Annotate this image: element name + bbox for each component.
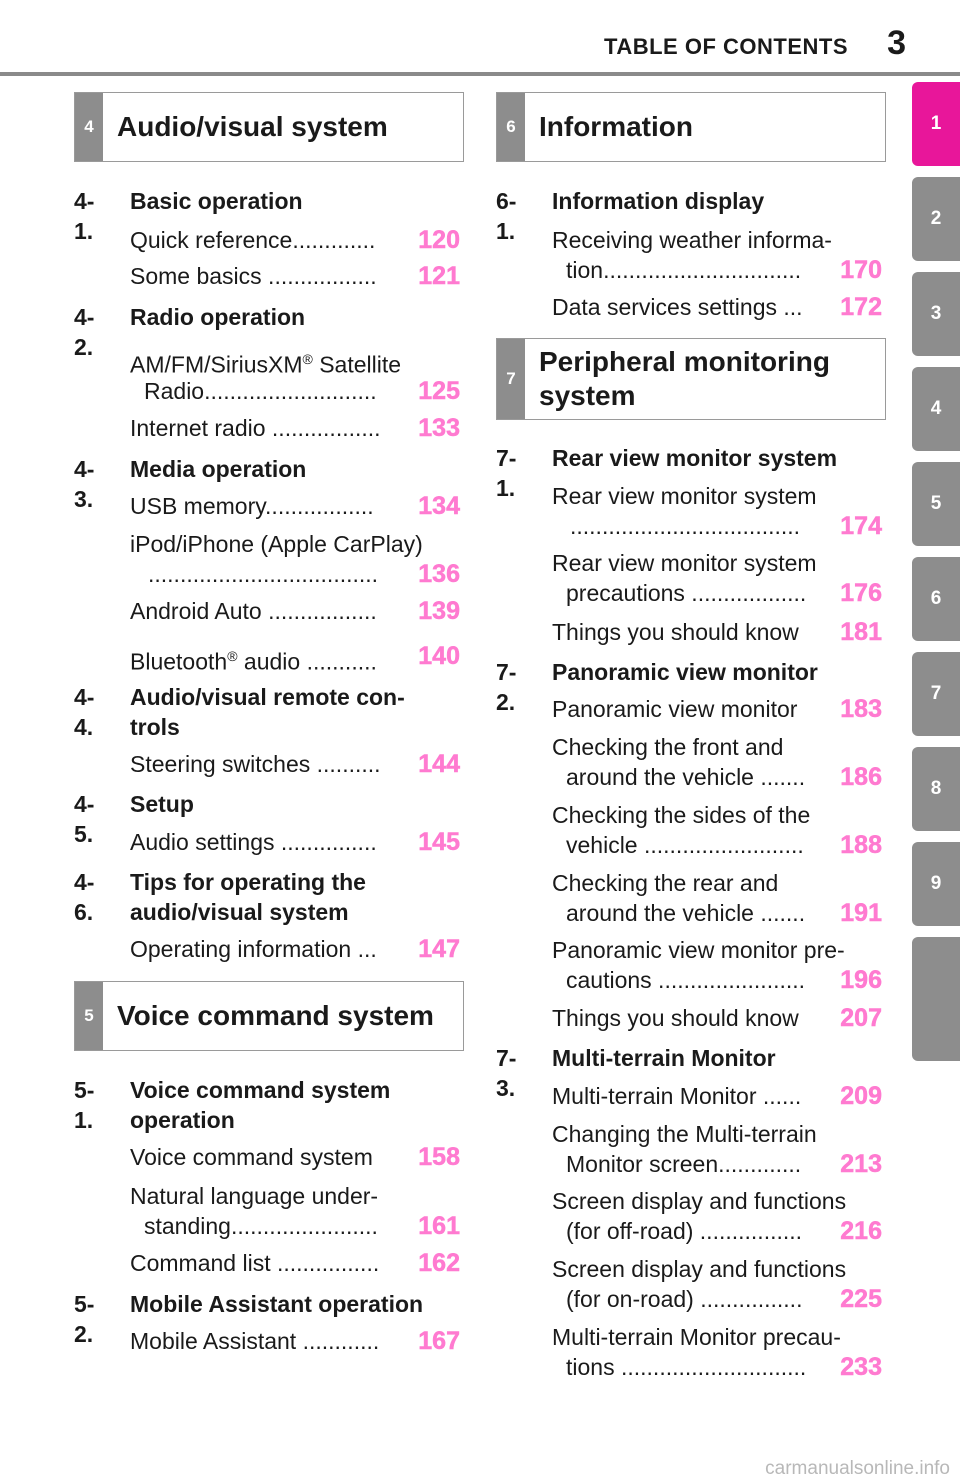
page-ref: 161	[418, 1212, 460, 1241]
page-ref: 170	[840, 256, 882, 285]
toc-entry[interactable]: Screen display and functions (for on-roa…	[552, 1256, 882, 1314]
section-title: Information	[539, 111, 693, 142]
page-ref: 144	[418, 750, 460, 779]
section-number: 4	[75, 93, 103, 161]
toc-entry[interactable]: Checking the front and around the vehicl…	[552, 734, 882, 792]
toc-entry[interactable]: Panoramic view monitor pre- cautions ...…	[552, 937, 882, 995]
section-number: 7	[497, 339, 525, 419]
toc-entry[interactable]: Checking the sides of the vehicle ......…	[552, 802, 882, 860]
tab-1[interactable]: 1	[912, 82, 960, 166]
page-ref: 136	[418, 560, 460, 589]
page-ref: 183	[840, 695, 882, 724]
toc-entry[interactable]: Multi-terrain Monitor precau- tions ....…	[552, 1324, 882, 1382]
tab-2[interactable]: 2	[912, 177, 960, 261]
header-title: TABLE OF CONTENTS	[604, 34, 848, 59]
page-ref: 145	[418, 828, 460, 857]
toc-entry[interactable]: Rear view monitor system precautions ...…	[552, 550, 882, 608]
section-title: Voice command system	[117, 1000, 434, 1031]
page-ref: 186	[840, 763, 882, 792]
page-ref: 134	[418, 492, 460, 521]
tab-3[interactable]: 3	[912, 272, 960, 356]
page-ref: 213	[840, 1150, 882, 1179]
tab-7[interactable]: 7	[912, 652, 960, 736]
page-ref: 216	[840, 1217, 882, 1246]
toc-entry[interactable]: Changing the Multi-terrain Monitor scree…	[552, 1121, 882, 1179]
page-number: 3	[887, 24, 906, 62]
section-title: Audio/visual system	[117, 111, 388, 142]
header-divider	[0, 72, 960, 76]
page-ref: 139	[418, 597, 460, 626]
tab-4[interactable]: 4	[912, 367, 960, 451]
toc-entry[interactable]: Screen display and functions (for off-ro…	[552, 1188, 882, 1246]
page-ref: 181	[840, 618, 882, 647]
toc-entry[interactable]: Receiving weather informa- tion.........…	[552, 227, 882, 285]
toc-entry[interactable]: AM/FM/SiriusXM® Satellite Radio.........…	[130, 351, 460, 406]
page-ref: 209	[840, 1082, 882, 1111]
page-ref: 172	[840, 293, 882, 322]
toc-entry[interactable]: iPod/iPhone (Apple CarPlay) ............…	[130, 531, 460, 589]
section-number: 5	[75, 982, 103, 1050]
page-ref: 125	[418, 377, 460, 406]
tab-6[interactable]: 6	[912, 557, 960, 641]
page-ref: 167	[418, 1327, 460, 1356]
tab-5[interactable]: 5	[912, 462, 960, 546]
section-number: 6	[497, 93, 525, 161]
page-ref: 233	[840, 1353, 882, 1382]
page-ref: 191	[840, 899, 882, 928]
toc-entry[interactable]: Natural language under- standing........…	[130, 1183, 460, 1241]
tab-9[interactable]: 9	[912, 842, 960, 926]
page-ref: 140	[418, 642, 460, 671]
page-ref: 188	[840, 831, 882, 860]
page-ref: 176	[840, 579, 882, 608]
page-ref: 196	[840, 966, 882, 995]
page-ref: 207	[840, 1004, 882, 1033]
page-ref: 120	[418, 226, 460, 255]
toc-entry[interactable]: Rear view monitor system ...............…	[552, 483, 882, 541]
section-4-header: 4 Audio/visual system	[74, 92, 464, 162]
page-ref: 147	[418, 935, 460, 964]
chapter-tabs: 1 2 3 4 5 6 7 8 9	[912, 82, 960, 1072]
page-ref: 162	[418, 1249, 460, 1278]
watermark: carmanualsonline.info	[765, 1458, 950, 1479]
page-ref: 121	[418, 262, 460, 291]
page-ref: 225	[840, 1285, 882, 1314]
section-6-header: 6 Information	[496, 92, 886, 162]
tab-blank	[912, 937, 960, 1061]
section-5-header: 5 Voice command system	[74, 981, 464, 1051]
page-ref: 158	[418, 1143, 460, 1172]
tab-8[interactable]: 8	[912, 747, 960, 831]
toc-entry[interactable]: Checking the rear and around the vehicle…	[552, 870, 882, 928]
page-ref: 133	[418, 414, 460, 443]
page-ref: 174	[840, 512, 882, 541]
